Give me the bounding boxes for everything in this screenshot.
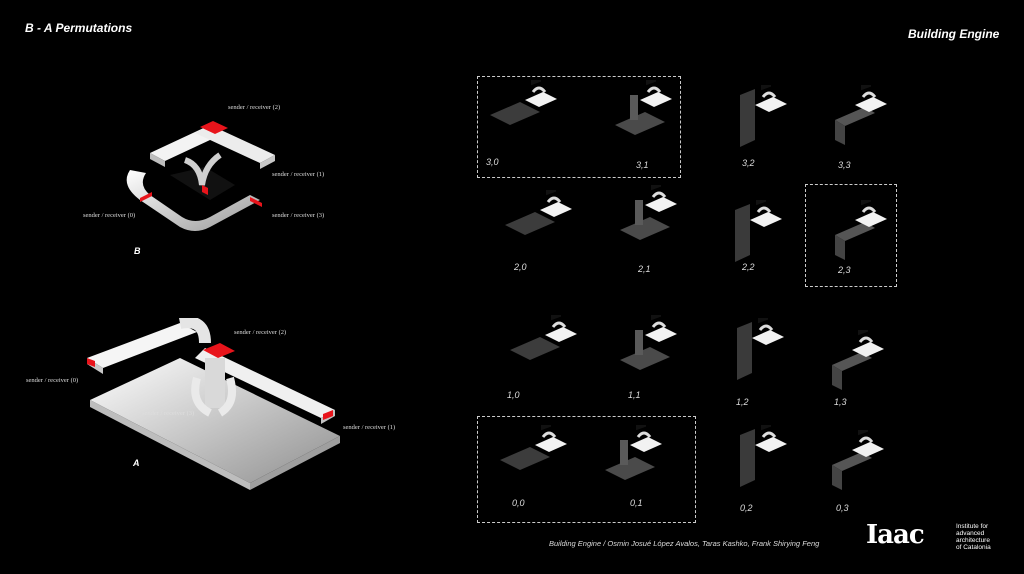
- page-title: B - A Permutations: [25, 21, 133, 35]
- permutation-0-3-illustration: [832, 430, 884, 490]
- diagram-a-illustration: [87, 318, 340, 490]
- permutation-1-1-illustration: [620, 315, 677, 370]
- highlight-box-row0: [477, 416, 696, 523]
- permutation-0-2-illustration: [740, 425, 787, 487]
- permutation-label: 1,1: [628, 390, 641, 400]
- permutation-label: 2,1: [638, 264, 651, 274]
- port-label-b-3: sender / receiver (3): [272, 212, 325, 219]
- permutation-1-3-illustration: [832, 330, 884, 390]
- institute-line: of Catalonia: [956, 544, 991, 551]
- permutation-label: 3,2: [742, 158, 755, 168]
- permutation-label: 3,1: [636, 160, 649, 170]
- project-title: Building Engine: [908, 27, 1000, 41]
- permutation-3-3-illustration: [835, 85, 887, 145]
- permutation-label: 1,2: [736, 397, 749, 407]
- permutation-3-0-illustration: [490, 80, 557, 125]
- institute-name: Institute for advanced architecture of C…: [956, 523, 991, 551]
- diagram-a-label: A: [133, 458, 140, 468]
- permutation-label: 2,3: [838, 265, 851, 275]
- permutation-0-0-illustration: [500, 425, 567, 470]
- permutation-label: 0,3: [836, 503, 849, 513]
- credit-line: Building Engine / Osmin Josué López Aval…: [549, 539, 820, 548]
- port-label-a-3: sender / receiver (3): [142, 410, 195, 417]
- permutation-1-0-illustration: [510, 315, 577, 360]
- highlight-box-2-3: [805, 184, 897, 287]
- permutation-2-3-illustration: [835, 200, 887, 260]
- permutation-3-1-illustration: [615, 80, 672, 135]
- permutation-0-1-illustration: [605, 425, 662, 480]
- port-label-b-2: sender / receiver (2): [228, 104, 281, 111]
- port-label-b-1: sender / receiver (1): [272, 171, 325, 178]
- permutation-label: 0,1: [630, 498, 643, 508]
- highlight-box-row3: [477, 76, 681, 178]
- permutation-2-0-illustration: [505, 190, 572, 235]
- institute-line: architecture: [956, 537, 990, 544]
- port-label-a-1: sender / receiver (1): [343, 424, 396, 431]
- port-label-a-2: sender / receiver (2): [234, 329, 287, 336]
- port-label-b-0: sender / receiver (0): [83, 212, 136, 219]
- permutation-label: 2,0: [514, 262, 527, 272]
- permutation-2-2-illustration: [735, 200, 782, 262]
- permutation-label: 3,0: [486, 157, 499, 167]
- permutation-label: 3,3: [838, 160, 851, 170]
- port-label-a-0: sender / receiver (0): [26, 377, 79, 384]
- permutation-label: 2,2: [742, 262, 755, 272]
- diagram-b-illustration: [126, 121, 275, 231]
- institute-line: Institute for: [956, 523, 989, 530]
- permutation-label: 1,0: [507, 390, 520, 400]
- permutation-label: 0,2: [740, 503, 753, 513]
- permutation-3-2-illustration: [740, 85, 787, 147]
- permutation-2-1-illustration: [620, 185, 677, 240]
- permutation-label: 0,0: [512, 498, 525, 508]
- permutation-label: 1,3: [834, 397, 847, 407]
- permutation-1-2-illustration: [737, 318, 784, 380]
- iaac-logo: Iaac: [866, 520, 925, 550]
- diagram-b-label: B: [134, 246, 141, 256]
- institute-line: advanced: [956, 530, 985, 537]
